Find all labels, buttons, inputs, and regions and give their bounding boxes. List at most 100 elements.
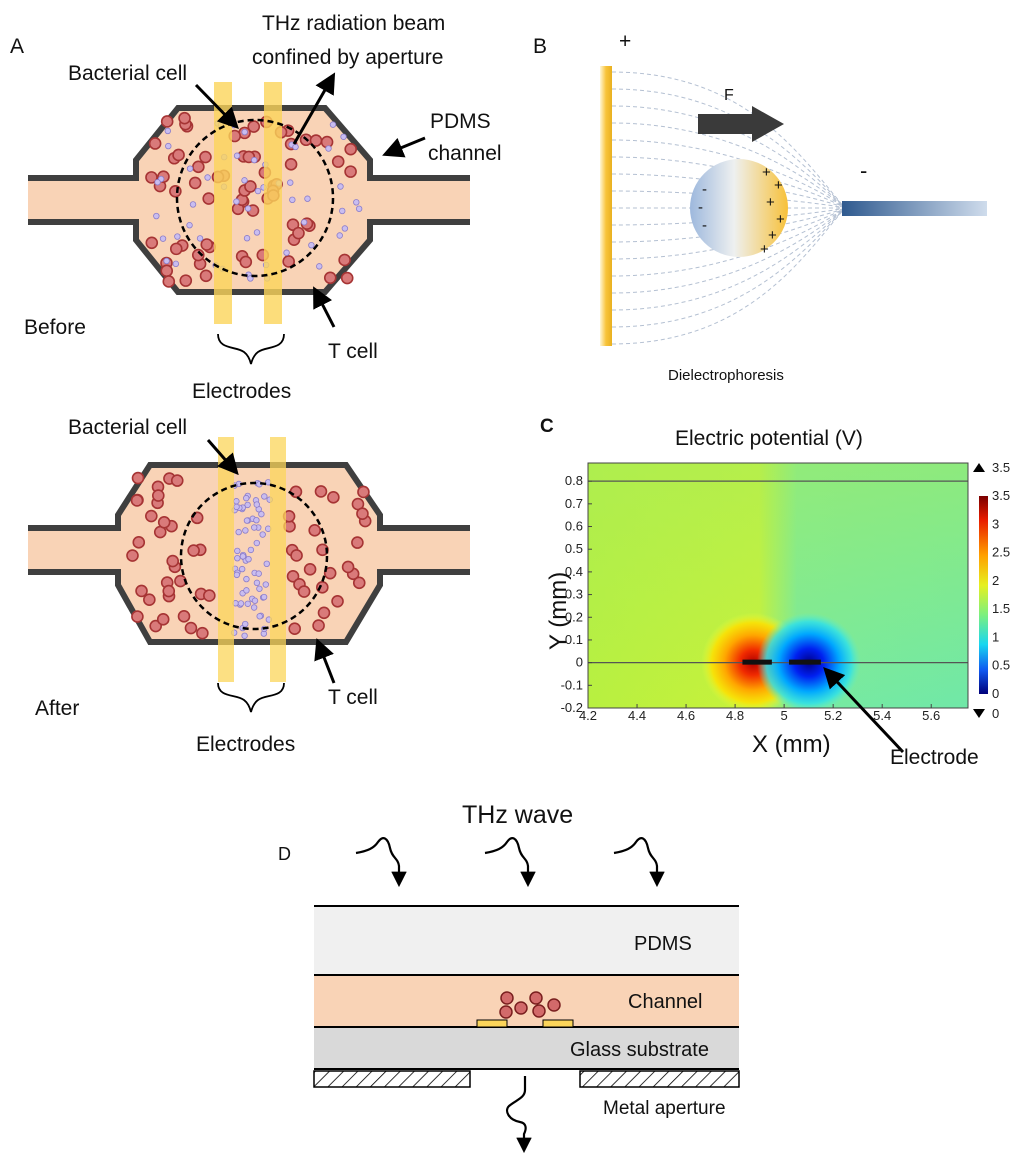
- panel-a: A Bacterial cell THz radiation beam conf…: [10, 12, 502, 403]
- t-cell-icon: [499, 1005, 513, 1019]
- bacteria-icon: [159, 235, 167, 242]
- electrode-high-mark: [742, 659, 772, 665]
- t-cell-icon: [341, 560, 355, 574]
- bacteria-icon: [251, 597, 259, 604]
- t-cell-icon: [130, 494, 144, 507]
- outlet-before: [370, 180, 470, 220]
- t-cell-icon: [316, 581, 329, 594]
- t-cell-icon: [170, 474, 184, 487]
- y-tick-label: -0.2: [561, 700, 583, 715]
- y-tick-label: 0.3: [565, 587, 583, 602]
- t-cell-icon: [314, 485, 328, 498]
- thz-wave-title: THz wave: [462, 801, 573, 829]
- t-cell-icon: [177, 610, 191, 623]
- bacteria-icon: [251, 156, 258, 164]
- bacteria-icon: [255, 570, 262, 577]
- t-cell-icon: [187, 544, 200, 557]
- bacteria-icon: [253, 501, 260, 508]
- bacteria-icon: [300, 219, 308, 226]
- bacteria-icon: [204, 174, 211, 181]
- t-cell-icon: [202, 192, 216, 205]
- bacteria-icon: [336, 232, 343, 239]
- colorbar-max-label: 3.5: [992, 460, 1010, 475]
- bottom-wall-before: [28, 219, 470, 295]
- arrow-bacterial-before: [194, 83, 239, 130]
- top-wall-after: [28, 462, 470, 531]
- t-cell-icon: [132, 536, 146, 549]
- bacteria-icon: [253, 579, 261, 587]
- t-cell-icon: [356, 507, 369, 520]
- bacteria-icon: [253, 516, 260, 524]
- bacteria-icon: [247, 546, 255, 554]
- bacteria-icon: [233, 152, 241, 159]
- t-cell-icon: [352, 576, 366, 590]
- t-cell-icon: [338, 253, 351, 267]
- field-line: [611, 207, 846, 328]
- chart-title: Electric potential (V): [675, 427, 863, 450]
- field-line: [611, 122, 846, 209]
- t-cell-icon: [340, 271, 354, 285]
- colorbar-tick-label: 3.5: [992, 488, 1010, 503]
- bacteria-icon: [245, 555, 252, 563]
- bacteria-icon: [196, 235, 204, 242]
- polarized-particle-icon: [690, 159, 788, 257]
- t-cell-icon: [135, 584, 148, 598]
- t-cell-icon: [188, 176, 202, 190]
- field-line: [611, 156, 846, 209]
- t-cell-icon: [323, 271, 337, 285]
- panel-d: D THz wave PDMS Channel Glass substrate …: [278, 801, 740, 1154]
- negative-electrode-icon: [842, 201, 987, 216]
- t-cell-icon: [126, 549, 139, 562]
- field-line: [611, 207, 846, 345]
- t-cell-icon: [157, 515, 171, 529]
- channel-before: [28, 82, 470, 324]
- x-tick-label: 5.2: [824, 708, 842, 723]
- force-label: F: [724, 87, 734, 104]
- colorbar-tick-label: 1.5: [992, 601, 1010, 616]
- bacteria-icon: [244, 501, 251, 509]
- label-after: After: [35, 697, 79, 720]
- electrode-chip-right: [542, 1019, 574, 1028]
- y-axis-label: Y (mm): [545, 572, 572, 650]
- colorbar: [979, 496, 988, 694]
- colorbar-tick-label: 0: [992, 686, 999, 701]
- y-tick-label: 0: [576, 655, 583, 670]
- field-line: [611, 88, 846, 209]
- electrode-annotation-arrow: [823, 666, 905, 754]
- heatmap: [588, 463, 968, 708]
- bacteria-icon: [241, 128, 248, 136]
- metal-aperture-right: [579, 1070, 740, 1088]
- t-cell-icon: [323, 566, 337, 580]
- field-line: [611, 207, 846, 294]
- t-cell-icon: [160, 264, 174, 278]
- arrow-pdms-channel: [382, 136, 426, 158]
- thz-wave-out-icon: [505, 1076, 532, 1154]
- bacteria-icon: [262, 581, 269, 588]
- t-cell-icon: [316, 543, 329, 557]
- bacteria-icon: [329, 121, 337, 128]
- t-cell-icon: [331, 594, 344, 608]
- bacteria-icon: [186, 165, 194, 172]
- t-cell-icon: [532, 1004, 546, 1018]
- thz-beam-circle-after: [179, 481, 329, 631]
- t-cell-icon: [288, 622, 301, 635]
- x-tick-label: 4.4: [628, 708, 646, 723]
- x-axis-label: X (mm): [752, 731, 831, 758]
- bacteria-icon: [241, 632, 248, 639]
- brace-before: [217, 333, 285, 365]
- t-cell-icon: [292, 226, 305, 240]
- bacteria-icon: [234, 554, 241, 562]
- y-ticks: -0.2-0.100.10.20.30.40.50.60.70.8: [561, 473, 592, 715]
- bacteria-icon: [242, 620, 249, 628]
- label-channel-layer: Channel: [628, 991, 703, 1013]
- colorbar-tick-label: 2.5: [992, 545, 1010, 560]
- colorbar-min-triangle-icon: [973, 709, 985, 718]
- plus-charge-icon: +: [760, 241, 769, 258]
- field-line: [611, 207, 846, 311]
- thz-wave-icon: [355, 837, 407, 888]
- bacteria-icon: [250, 604, 258, 611]
- layer-pdms: [314, 906, 739, 975]
- t-cell-icon: [286, 570, 300, 583]
- panel-a-after: Bacterial cell T cell After Electrodes: [28, 416, 470, 756]
